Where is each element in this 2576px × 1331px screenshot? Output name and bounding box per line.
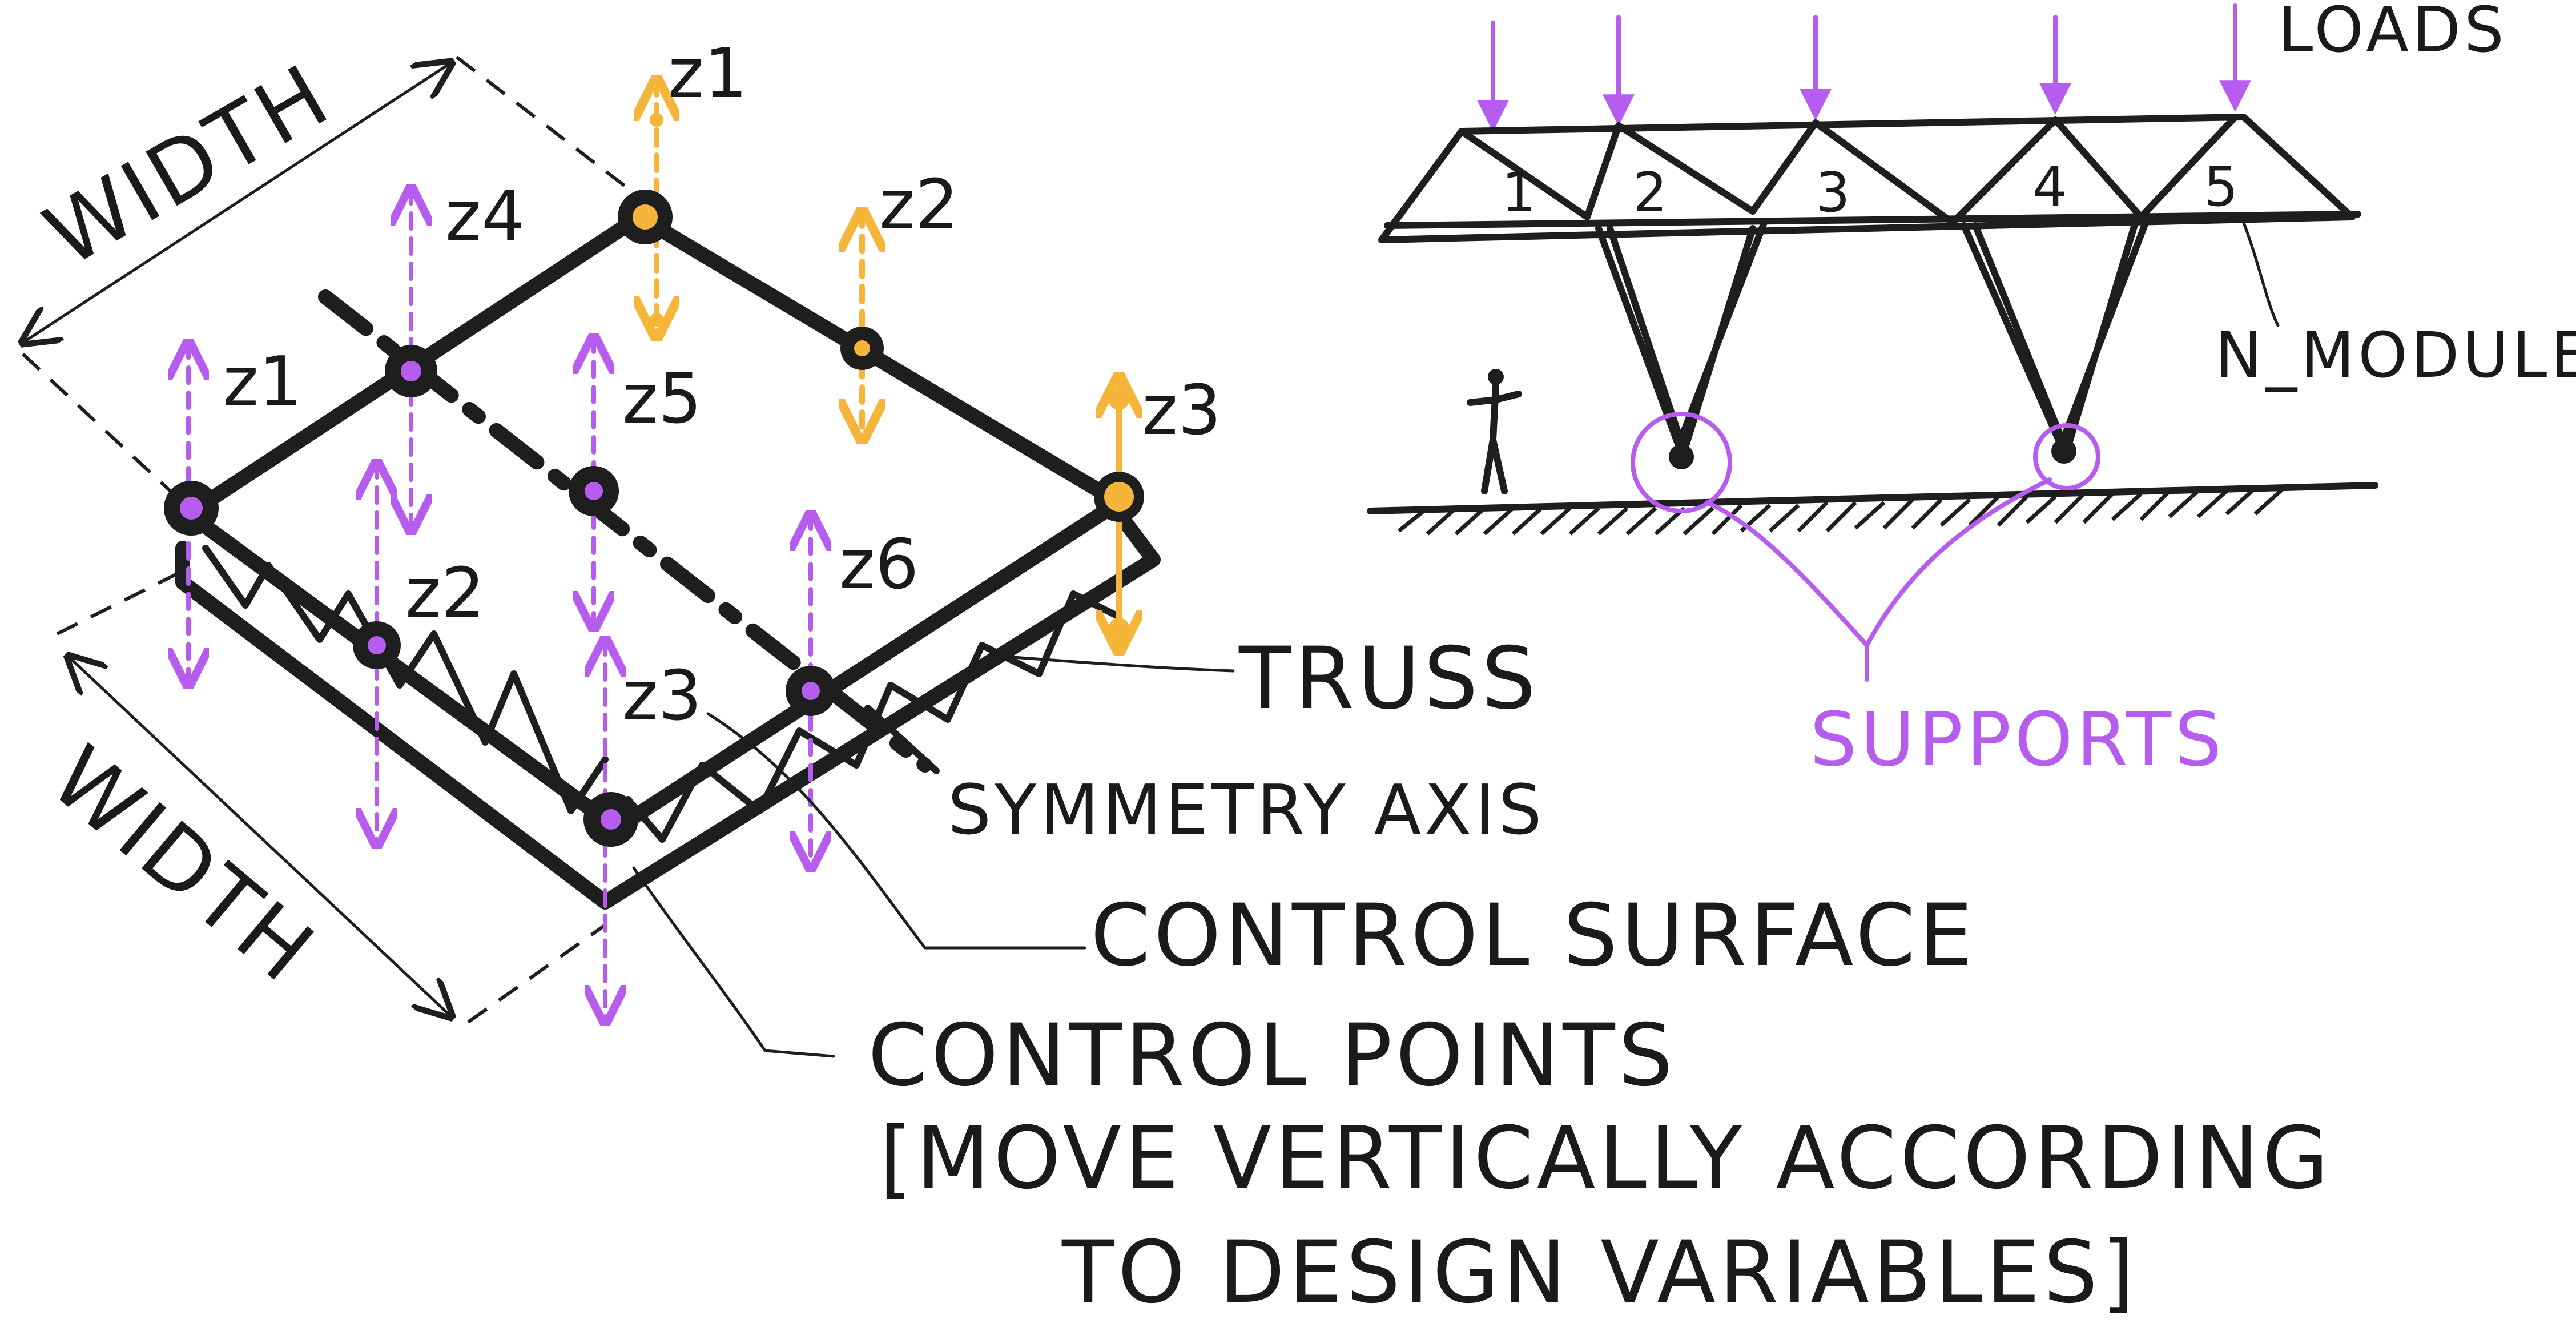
label-purple-z6: z6 — [839, 525, 919, 605]
label-purple-z4: z4 — [445, 177, 525, 256]
width-dimension-top: WIDTH — [23, 45, 629, 504]
module-5: 5 — [2204, 156, 2238, 219]
label-orange-z2: z2 — [879, 166, 959, 245]
module-4: 4 — [2032, 156, 2067, 219]
note-line-1: [MOVE VERTICALLY ACCORDING — [879, 1109, 2332, 1208]
label-truss: TRUSS — [1238, 629, 1539, 729]
callout-leaders — [632, 655, 1235, 1058]
label-orange-z3: z3 — [1142, 371, 1221, 451]
supports: SUPPORTS — [1631, 412, 2225, 783]
label-symmetry-axis: SYMMETRY AXIS — [948, 771, 1545, 850]
label-supports: SUPPORTS — [1810, 696, 2225, 783]
deck-truss: 1 2 3 4 5 — [1378, 114, 2361, 243]
left-diagram: WIDTH WIDTH — [23, 34, 2332, 1322]
label-control-surface: CONTROL SURFACE — [1090, 886, 1976, 986]
label-orange-z1: z1 — [668, 34, 747, 114]
module-3: 3 — [1816, 162, 1850, 224]
person-figure — [1467, 369, 1522, 494]
note-line-2: TO DESIGN VARIABLES] — [1061, 1223, 2138, 1322]
point-labels: z1 z2 z3 z1 z4 z2 z5 z3 z6 — [223, 34, 1221, 736]
label-purple-z1: z1 — [223, 343, 302, 422]
label-purple-z3: z3 — [622, 657, 702, 736]
label-purple-z5: z5 — [622, 360, 702, 439]
control-points — [164, 190, 1144, 847]
width-label-top: WIDTH — [29, 45, 347, 286]
load-arrows: LOADS — [1477, 0, 2507, 132]
label-loads: LOADS — [2278, 0, 2507, 66]
ground — [1367, 482, 2378, 536]
label-control-points: CONTROL POINTS — [868, 1006, 1676, 1105]
columns — [1595, 216, 2150, 469]
label-purple-z2: z2 — [405, 554, 485, 633]
module-1: 1 — [1502, 162, 1536, 224]
module-2: 2 — [1633, 162, 1667, 224]
